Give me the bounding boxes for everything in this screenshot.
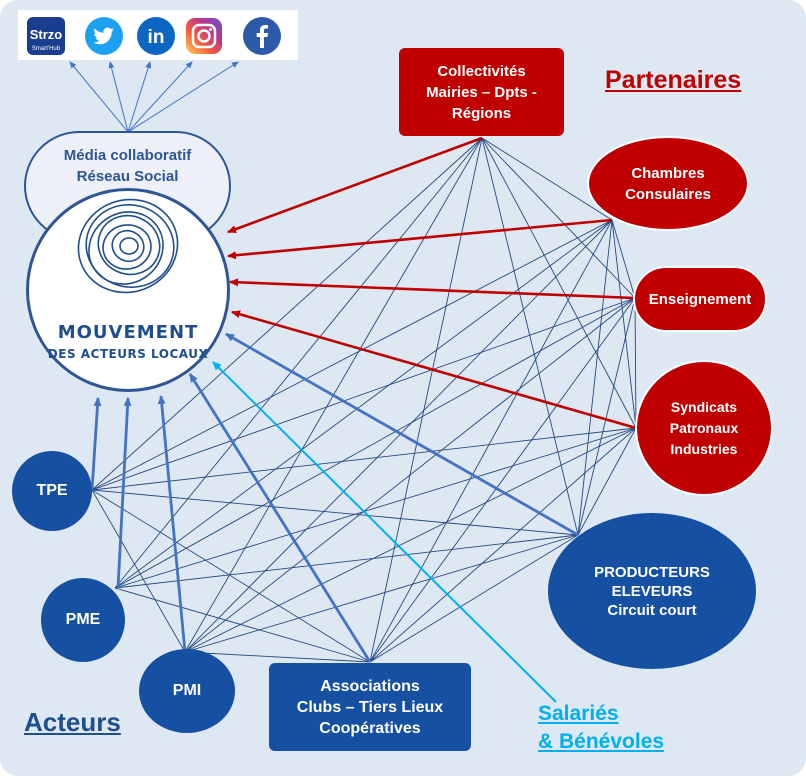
logo-title: MOUVEMENT: [57, 322, 199, 343]
mesh-link-ens-tpe: [91, 297, 636, 491]
social-link-0: [69, 61, 129, 133]
node-tpe: TPE: [12, 451, 92, 531]
mesh-link-cham-pmi: [184, 219, 613, 653]
strzo-top-text: Strzo: [30, 27, 63, 42]
social-link-1: [108, 61, 129, 133]
mesh-link-cham-syn: [611, 219, 637, 429]
actors-title: Acteurs: [24, 707, 121, 737]
mesh-link-prod-pme: [114, 534, 579, 589]
node-pmi: PMI: [139, 649, 235, 733]
node-collectivites: Collectivités Mairies – Dpts - Régions: [399, 48, 564, 136]
arrow-associations: [188, 373, 372, 663]
mesh-link-prod-asso: [369, 534, 579, 663]
mesh-link-cham-pme: [114, 219, 613, 589]
mesh-link-cham-tpe: [91, 219, 613, 491]
mesh-link-coll-cham: [481, 137, 613, 221]
mesh-link-cham-ens: [611, 219, 636, 299]
arrow-tpe: [90, 397, 102, 491]
mesh-link-tpe-pmi: [91, 489, 186, 653]
social-networks-bar: Strzo Smart'Hub in: [18, 10, 298, 60]
mesh-link-prod-tpe: [91, 489, 579, 536]
node-pme: PME: [41, 578, 125, 662]
mesh-link-coll-tpe: [91, 137, 483, 491]
arrow-collectivites: [227, 136, 483, 234]
arrow-syndicats: [231, 310, 637, 430]
spiral-logo-icon: [77, 198, 179, 294]
mesh-link-ens-syn: [634, 297, 637, 429]
mesh-link-ens-pme: [114, 297, 636, 589]
mesh-link-syn-asso: [369, 427, 637, 663]
mesh-link-coll-prod: [481, 137, 579, 536]
arrow-salaries: [212, 361, 557, 703]
node-enseignement: Enseignement: [633, 266, 767, 332]
strzo-icon[interactable]: Strzo Smart'Hub: [26, 16, 66, 56]
mesh-link-tpe-asso: [91, 489, 371, 663]
linkedin-icon[interactable]: in: [136, 16, 176, 56]
mesh-link-coll-pme: [114, 137, 483, 589]
social-link-3: [127, 61, 193, 133]
mesh-link-syn-tpe: [91, 427, 637, 491]
mesh-link-syn-pme: [114, 427, 637, 589]
node-producteurs: PRODUCTEURS ELEVEURS Circuit court: [548, 513, 756, 669]
arrow-enseignement: [229, 278, 636, 300]
mesh-link-coll-asso: [369, 137, 483, 663]
arrow-producteurs: [225, 332, 579, 537]
mesh-link-pmi-asso: [184, 651, 371, 663]
benevoles-label: & Bénévoles: [538, 730, 665, 753]
arrow-chambres: [227, 218, 613, 260]
mesh-link-cham-asso: [369, 219, 613, 663]
mouvement-logo-circle: [26, 188, 230, 392]
instagram-icon[interactable]: [184, 16, 224, 56]
mesh-link-coll-ens: [481, 137, 636, 299]
mesh-link-cham-prod: [577, 219, 613, 536]
strzo-bottom-text: Smart'Hub: [32, 46, 61, 52]
partners-title: Partenaires: [605, 66, 742, 94]
social-link-2: [127, 61, 152, 133]
arrow-pme: [116, 397, 132, 589]
media-label: Média collaboratif Réseau Social: [63, 147, 192, 185]
mesh-link-coll-syn: [481, 137, 637, 429]
twitter-icon[interactable]: [84, 16, 124, 56]
svg-text:in: in: [148, 27, 165, 48]
mesh-link-ens-prod: [577, 297, 636, 536]
arrow-pmi: [157, 395, 187, 653]
node-chambres-consulaires: Chambres Consulaires: [587, 136, 749, 231]
mesh-link-prod-pmi: [184, 534, 579, 653]
mesh-link-pme-asso: [114, 587, 371, 663]
mesh-link-ens-asso: [369, 297, 636, 663]
node-associations: Associations Clubs – Tiers Lieux Coopéra…: [269, 663, 471, 751]
facebook-icon[interactable]: [242, 16, 282, 56]
mesh-link-syn-prod: [577, 427, 637, 536]
node-syndicats: Syndicats Patronaux Industries: [635, 360, 773, 496]
social-link-4: [127, 61, 239, 133]
mesh-link-ens-pmi: [184, 297, 636, 653]
logo-subtitle: DES ACTEURS LOCAUX: [47, 347, 209, 361]
salaries-label: Salariés: [538, 702, 619, 725]
mesh-link-syn-pmi: [184, 427, 637, 653]
